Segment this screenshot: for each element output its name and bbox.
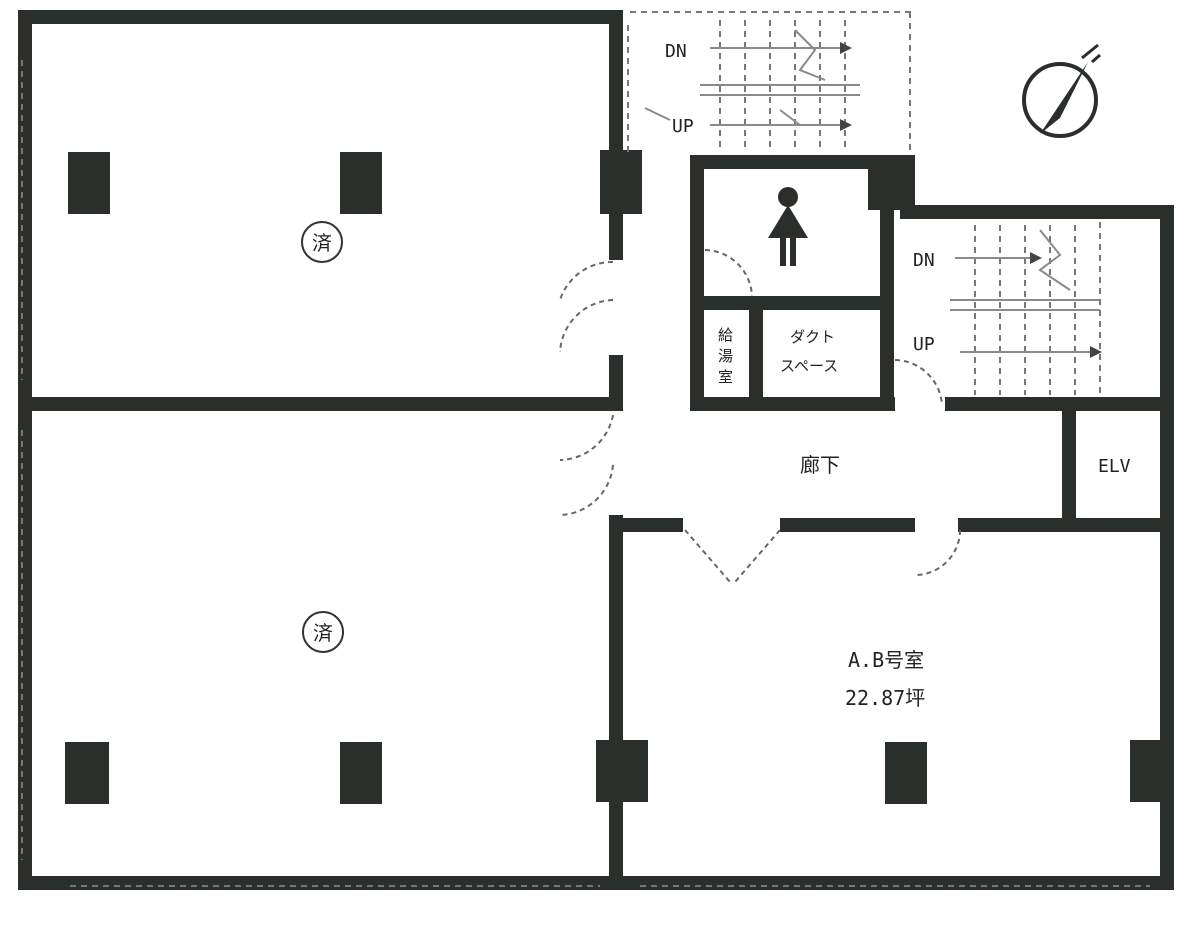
svg-text:済: 済 (312, 231, 332, 255)
north-arrow-icon (1022, 43, 1101, 138)
svg-text:ダクト: ダクト (790, 328, 835, 346)
duct-space-label: ダクト スペース (780, 328, 838, 375)
stairs-right (950, 222, 1102, 395)
stairs-right-up-label: UP (913, 334, 935, 355)
room-ab-area: 22.87坪 (845, 686, 925, 710)
restroom-door[interactable] (704, 249, 753, 297)
columns (65, 152, 927, 804)
svg-text:済: 済 (313, 621, 333, 645)
corridor-label: 廊下 (800, 453, 840, 477)
stairs-top (627, 12, 911, 155)
svg-text:室: 室 (718, 368, 733, 386)
doors (559, 260, 961, 583)
stairs-top-up-label: UP (672, 116, 694, 137)
stairs-top-down-label: DN (665, 41, 687, 62)
elevator-label: ELV (1098, 456, 1131, 477)
walls (18, 10, 1174, 890)
stairs-right-down-label: DN (913, 250, 935, 271)
svg-text:給: 給 (718, 326, 733, 344)
svg-text:湯: 湯 (718, 347, 733, 365)
contracted-mark-upper: 済 (301, 221, 343, 263)
female-toilet-icon (768, 187, 808, 266)
svg-text:スペース: スペース (780, 357, 838, 375)
contracted-mark-lower: 済 (302, 611, 344, 653)
storage-room-label: 給 湯 室 (718, 326, 733, 386)
room-ab-name: A.B号室 (848, 648, 924, 672)
windows (21, 11, 1150, 887)
